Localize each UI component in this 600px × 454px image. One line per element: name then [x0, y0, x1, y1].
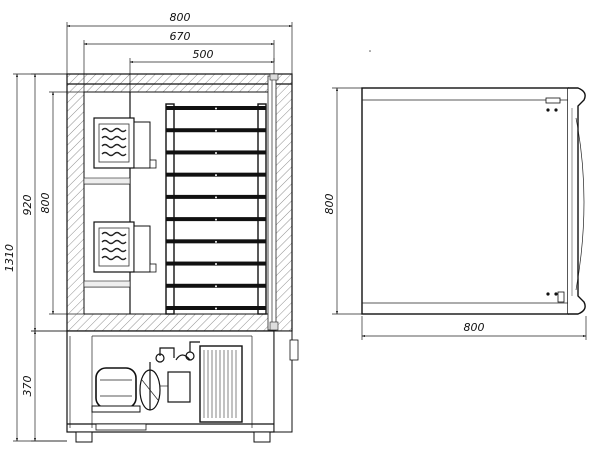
machine-compartment	[66, 330, 299, 443]
dim-side-depth: 800	[361, 316, 587, 340]
compressor	[91, 367, 141, 413]
dim-shelf-width: 500	[129, 48, 275, 92]
dim-base-height-label: 370	[21, 376, 34, 397]
dim-overall-width: 800	[66, 11, 293, 74]
dim-side-height: 800	[323, 87, 362, 315]
side-view: 800 800	[323, 50, 587, 340]
dim-inner-width-label: 670	[170, 30, 191, 43]
dim-side-depth-label: 800	[464, 321, 485, 334]
dim-shelf-width-label: 500	[193, 48, 214, 61]
dim-overall-height-label: 1310	[3, 244, 16, 272]
shelf-rack	[165, 103, 267, 315]
evaporator-unit-top	[83, 117, 157, 185]
evaporator-unit-bottom	[83, 221, 157, 288]
front-view: 800 670 500 1310 920	[3, 11, 299, 443]
foot-left	[75, 431, 93, 443]
condenser	[199, 345, 243, 423]
dim-side-height-label: 800	[323, 194, 336, 215]
dim-inner-height-label: 800	[39, 193, 52, 214]
condenser-fan	[139, 369, 191, 411]
side-body	[361, 87, 569, 315]
dim-cabinet-height-label: 920	[21, 195, 34, 216]
dim-inner-width: 670	[83, 30, 275, 92]
dim-base-height: 370	[21, 330, 67, 442]
foot-right	[253, 431, 271, 443]
dim-overall-width-label: 800	[170, 11, 191, 24]
